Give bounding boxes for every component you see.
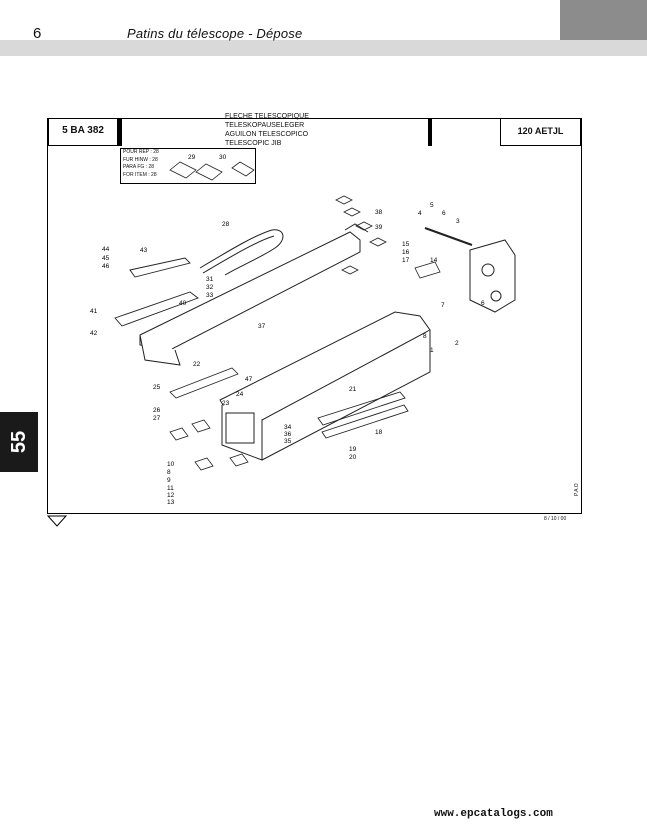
cable-chain bbox=[199, 229, 284, 276]
callout-9: 9 bbox=[167, 477, 171, 484]
item-detail-box bbox=[120, 148, 256, 184]
footer-url[interactable]: www.epcatalogs.com bbox=[434, 808, 553, 820]
item-line: POUR REP : 28 bbox=[123, 149, 159, 155]
slide-pads bbox=[317, 391, 409, 439]
parts-drawing-frame bbox=[47, 118, 582, 514]
callout-11: 11 bbox=[167, 485, 174, 492]
page-title: Patins du télescope - Dépose bbox=[127, 26, 303, 41]
callout-26: 26 bbox=[153, 407, 161, 414]
callout-43: 43 bbox=[140, 247, 148, 254]
callout-3: 3 bbox=[456, 218, 460, 225]
callout-40: 40 bbox=[179, 300, 187, 307]
mounting-bracket bbox=[424, 227, 516, 313]
plate-22 bbox=[169, 367, 239, 399]
callout-38: 38 bbox=[375, 209, 383, 216]
callout-37: 37 bbox=[258, 323, 266, 330]
top-pads bbox=[335, 195, 387, 275]
frame-marker-right bbox=[428, 118, 432, 146]
callout-17: 17 bbox=[402, 257, 410, 264]
callout-42: 42 bbox=[90, 330, 98, 337]
drawing-title-es: AGUILON TELESCOPICO bbox=[225, 131, 309, 138]
callout-10: 10 bbox=[167, 461, 175, 468]
callout-33: 33 bbox=[206, 292, 214, 299]
callout-28: 28 bbox=[222, 221, 230, 228]
callout-8b: 8 bbox=[167, 469, 171, 476]
callout-1: 1 bbox=[430, 347, 434, 354]
callout-32: 32 bbox=[206, 284, 214, 291]
item-line: PARA FG : 28 bbox=[123, 164, 155, 170]
page-number: 6 bbox=[33, 25, 42, 42]
section-tab[interactable] bbox=[0, 412, 38, 472]
callout-20: 20 bbox=[349, 454, 357, 461]
callout-24: 24 bbox=[236, 391, 244, 398]
callout-7: 7 bbox=[441, 302, 445, 309]
item-line: FUR HINW : 28 bbox=[123, 156, 158, 163]
callout-15: 15 bbox=[402, 241, 410, 248]
callout-5: 5 bbox=[430, 202, 434, 209]
drawing-reference-left: 5 BA 382 bbox=[48, 119, 118, 146]
callout-29: 29 bbox=[188, 154, 196, 161]
frame-marker-left bbox=[118, 118, 122, 146]
callout-4: 4 bbox=[418, 210, 422, 217]
callout-6b: 6 bbox=[481, 300, 485, 307]
callout-30: 30 bbox=[219, 154, 227, 161]
callout-27: 27 bbox=[153, 415, 161, 422]
detail-pads bbox=[169, 161, 255, 181]
callout-35: 35 bbox=[284, 438, 292, 445]
callout-2: 2 bbox=[455, 340, 459, 347]
callout-14: 14 bbox=[430, 257, 438, 264]
callout-36: 36 bbox=[284, 431, 292, 438]
down-arrow-icon[interactable] bbox=[47, 515, 67, 527]
callout-41: 41 bbox=[90, 308, 98, 315]
drawing-title-en: TELESCOPIC JIB bbox=[225, 140, 282, 147]
callout-25: 25 bbox=[153, 384, 161, 391]
callout-18: 18 bbox=[375, 429, 383, 436]
callout-8: 8 bbox=[423, 333, 427, 340]
drawing-title-de: TELESKOPAUSELEGER bbox=[225, 122, 305, 129]
drawing-code: P.A.O bbox=[574, 483, 580, 496]
lower-pads bbox=[169, 419, 249, 471]
drawing-date: 8 / 10 / 00 bbox=[544, 516, 567, 522]
wear-plates bbox=[114, 257, 199, 327]
callout-19: 19 bbox=[349, 446, 357, 453]
drawing-titles: FLECHE TELESCOPIQUE TELESKOPAUSELEGER AG… bbox=[225, 112, 309, 148]
callout-13: 13 bbox=[167, 499, 175, 506]
header-band-accent bbox=[560, 0, 647, 40]
drawing-title-fr: FLECHE TELESCOPIQUE bbox=[225, 113, 309, 120]
callout-31: 31 bbox=[206, 276, 214, 283]
item-detail-lines: POUR REP : 28 FUR HINW : 28 PARA FG : 28… bbox=[123, 149, 159, 179]
callout-12: 12 bbox=[167, 492, 175, 499]
callout-22: 22 bbox=[193, 361, 201, 368]
item-line: FOR ITEM : 28 bbox=[123, 171, 157, 178]
inner-boom bbox=[139, 223, 369, 366]
callout-39: 39 bbox=[375, 224, 383, 231]
callout-21: 21 bbox=[349, 386, 357, 393]
outer-boom bbox=[219, 311, 431, 461]
callout-44: 44 bbox=[102, 246, 110, 253]
callout-47: 47 bbox=[245, 376, 253, 383]
callout-45: 45 bbox=[102, 255, 110, 262]
header-band bbox=[0, 40, 647, 56]
drawing-reference-right: 120 AETJL bbox=[500, 119, 581, 146]
plate-14 bbox=[414, 261, 441, 279]
callout-23: 23 bbox=[222, 400, 230, 407]
callout-6: 6 bbox=[442, 210, 446, 217]
callout-16: 16 bbox=[402, 249, 410, 256]
callout-46: 46 bbox=[102, 263, 110, 270]
callout-34: 34 bbox=[284, 424, 292, 431]
